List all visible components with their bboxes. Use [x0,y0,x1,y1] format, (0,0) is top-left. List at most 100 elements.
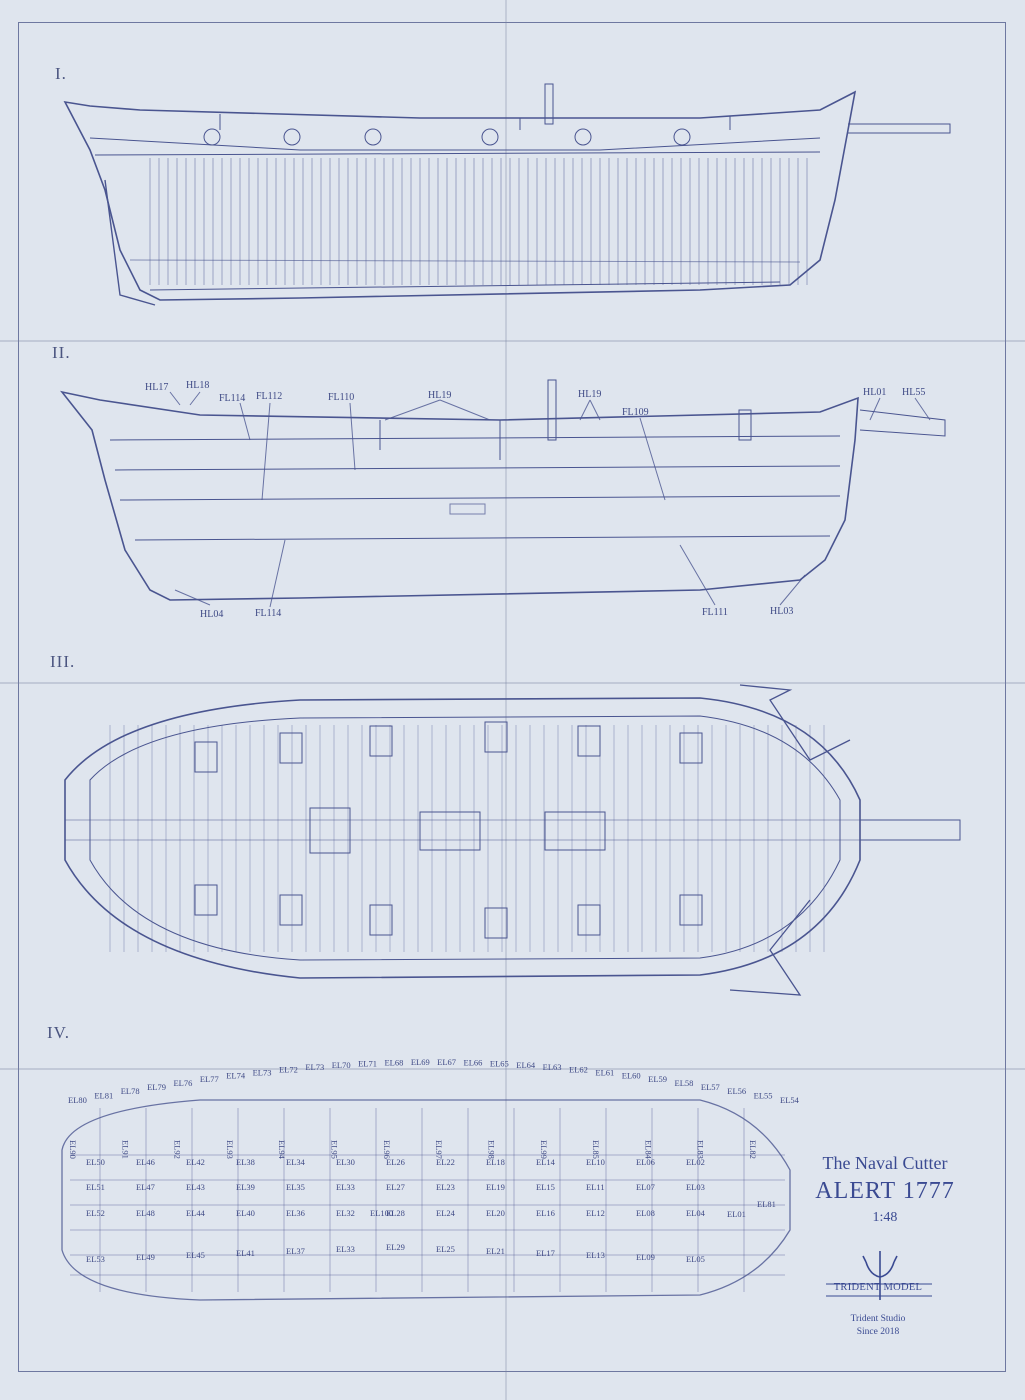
plank-label-vertical: EL97 [434,1140,444,1159]
plank-label: EL39 [236,1182,255,1192]
label-hl18: HL18 [186,380,209,391]
title-line-1: The Naval Cutter [822,1153,948,1173]
label-fl114-bottom: FL114 [255,608,281,619]
plank-label-bow: EL01 [727,1209,746,1219]
plank-label: EL30 [336,1157,355,1167]
trident-logo-icon [826,1251,932,1300]
plank-label: EL48 [136,1208,155,1218]
plank-label: EL34 [286,1157,306,1167]
plank-label-top: EL68 [384,1058,403,1068]
plank-label: EL26 [386,1157,405,1167]
gunport-circle [203,128,221,146]
fold-line-horizontal [0,1068,1025,1070]
plank-label: EL51 [86,1182,105,1192]
plank-label-top: EL67 [437,1057,456,1067]
plank-label-top: EL56 [727,1086,746,1096]
plank-label: EL05 [686,1254,705,1264]
title-scale: 1:48 [872,1210,898,1225]
fold-line-horizontal [0,340,1025,342]
studio-since: Since 2018 [856,1327,900,1337]
label-hl19-b: HL19 [578,389,601,400]
plank-label-vertical: EL85 [591,1140,601,1159]
plank-label-top: EL54 [780,1095,800,1105]
plank-label-vertical: EL93 [225,1140,235,1159]
gunport-circle [574,128,592,146]
title-block: The Naval Cutter ALERT 1777 1:48 [800,1153,970,1226]
plank-label: EL06 [636,1157,655,1167]
plank-label: EL16 [536,1208,555,1218]
section-numeral-4: IV. [47,1023,70,1042]
planking-layout [61,1099,791,1301]
plank-label: EL29 [386,1242,405,1252]
deck-plan [64,684,961,996]
plank-label-top: EL61 [595,1067,614,1077]
plank-label: EL18 [486,1157,505,1167]
gunport-circle [481,128,499,146]
plank-label: EL33 [336,1182,355,1192]
plank-label-top: EL70 [332,1060,351,1070]
plank-label: EL12 [586,1208,605,1218]
planking-lines-1 [149,158,808,285]
deck-planking [109,725,825,952]
plank-label-vertical: EL99 [539,1140,549,1159]
label-fl110: FL110 [328,392,354,403]
plank-label: EL15 [536,1182,555,1192]
gunport-circle [673,128,691,146]
plank-label: EL27 [386,1182,405,1192]
plank-label-top: EL65 [490,1059,509,1069]
plank-label: EL47 [136,1182,155,1192]
label-hl55: HL55 [902,387,925,398]
plank-label-top: EL71 [358,1059,377,1069]
plank-label: EL40 [236,1208,255,1218]
plank-label-top: EL66 [464,1058,483,1068]
plank-label-vertical: EL82 [748,1140,758,1159]
plank-label: EL20 [486,1208,505,1218]
label-hl04: HL04 [200,609,223,620]
plank-label-vertical: EL94 [277,1140,287,1160]
label-hl19-a: HL19 [428,390,451,401]
plank-label-top: EL77 [200,1074,219,1084]
plank-label-top: EL57 [701,1082,720,1092]
plank-label-top: EL73 [305,1062,324,1072]
plank-label-vertical: EL98 [486,1140,496,1159]
label-fl114-top: FL114 [219,393,245,404]
plank-label: EL25 [436,1244,455,1254]
plank-label-top: EL81 [94,1091,113,1101]
plank-label-top: EL73 [253,1067,272,1077]
plank-label: EL50 [86,1157,105,1167]
plank-label-top: EL76 [173,1078,192,1088]
plank-label-top: EL59 [648,1074,667,1084]
plank-label: EL13 [586,1250,605,1260]
plank-label: EL11 [586,1182,605,1192]
plank-label-vertical: EL90 [68,1140,78,1159]
gunport-circle [283,128,301,146]
plank-label: EL02 [686,1157,705,1167]
section-numeral-2: II. [52,343,71,362]
plank-label: EL21 [486,1246,505,1256]
plank-label: EL33 [336,1244,355,1254]
plank-label: EL43 [186,1182,205,1192]
plank-label-vertical: EL96 [382,1140,392,1159]
plank-label: EL09 [636,1252,655,1262]
plank-label: EL08 [636,1208,655,1218]
section-numeral-3: III. [50,652,76,671]
label-fl112: FL112 [256,391,282,402]
plank-label-vertical: EL91 [120,1140,130,1159]
plank-label-top: EL62 [569,1065,588,1075]
plank-label-vertical: EL92 [173,1140,183,1159]
fold-line-horizontal [0,682,1025,684]
plank-label-top: EL63 [543,1062,562,1072]
hull-side-elevation [63,83,951,306]
plank-label: EL38 [236,1157,255,1167]
plank-label: EL23 [436,1182,455,1192]
plank-label: EL32 [336,1208,355,1218]
plank-label: EL41 [236,1248,255,1258]
studio-name: Trident Studio [850,1314,906,1324]
label-fl109: FL109 [622,407,649,418]
plank-label: EL37 [286,1246,305,1256]
plank-label: EL44 [186,1208,206,1218]
plank-label-top: EL60 [622,1071,641,1081]
plank-label-top: EL80 [68,1095,87,1105]
plank-label: EL42 [186,1157,205,1167]
